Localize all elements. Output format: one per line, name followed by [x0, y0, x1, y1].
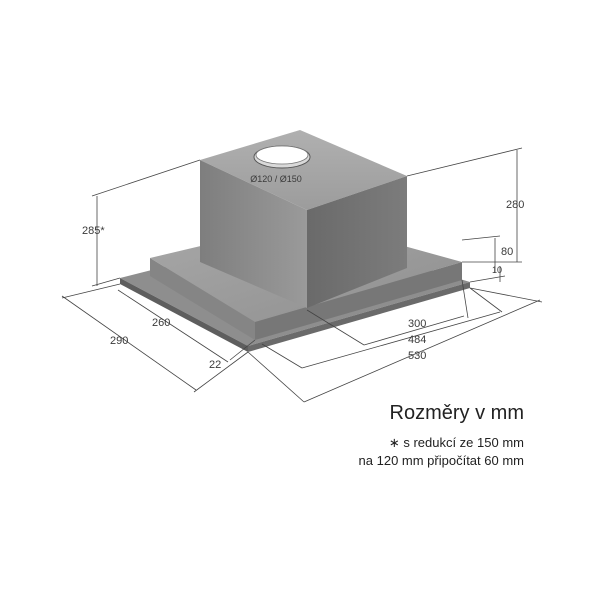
caption-note-line1: ∗ s redukcí ze 150 mm [388, 435, 524, 450]
body-side [307, 176, 407, 308]
dim-label-10: 10 [492, 265, 502, 275]
dim-label-22: 22 [209, 359, 221, 371]
frame-side [255, 262, 462, 340]
frame-front [150, 258, 255, 340]
dimension-lines [61, 147, 543, 403]
dim-label-290: 290 [110, 335, 128, 347]
dim-label-285: 285* [82, 225, 105, 237]
body-top [200, 130, 407, 210]
dim-label-260: 260 [152, 317, 170, 329]
dim-label-80: 80 [501, 246, 513, 258]
duct-label: Ø120 / Ø150 [250, 174, 302, 184]
dim-label-300: 300 [408, 318, 426, 330]
bottom-plate-side [248, 282, 470, 352]
duct-inner [255, 145, 309, 165]
caption-title: Rozměry v mm [389, 402, 524, 424]
dim-label-484: 484 [408, 334, 426, 346]
caption-note-line2: na 120 mm připočítat 60 mm [358, 453, 524, 468]
dim-label-530: 530 [408, 350, 426, 362]
body-front [200, 160, 307, 308]
bottom-plate-front [120, 278, 248, 352]
dim-label-280: 280 [506, 199, 524, 211]
